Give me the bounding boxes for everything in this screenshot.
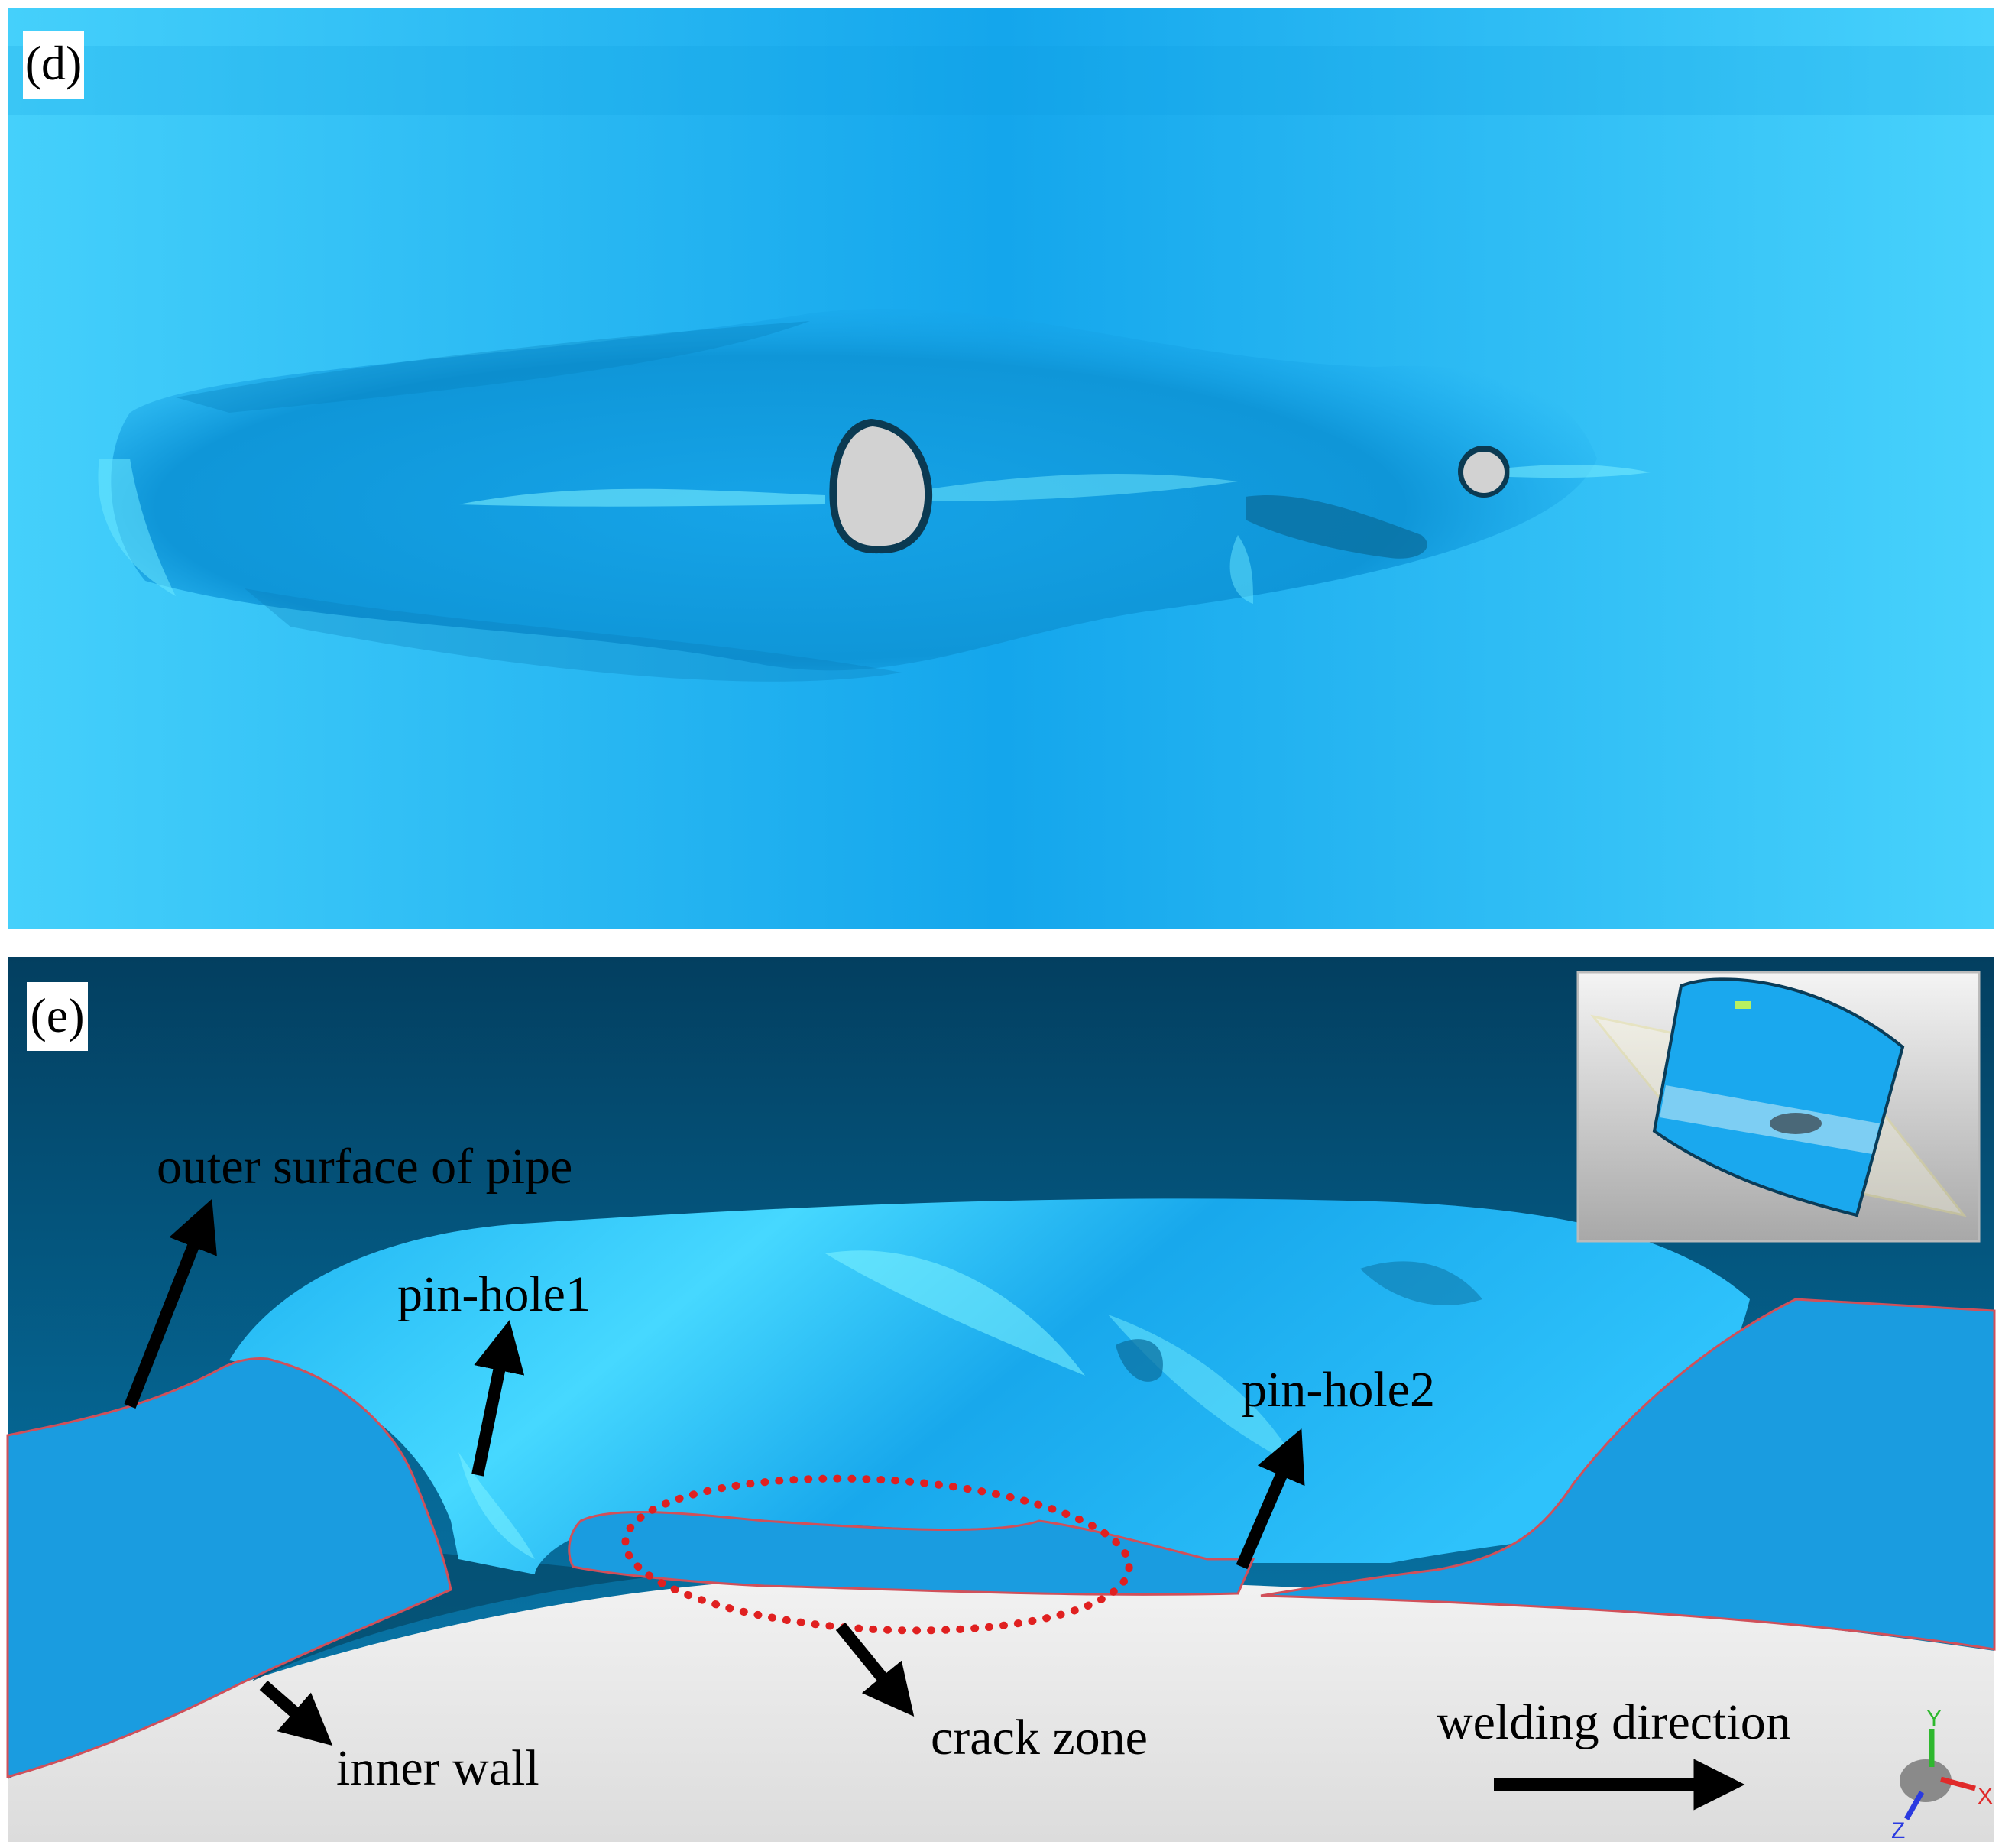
top-band: [8, 46, 1994, 115]
arrow-outer-surface: [124, 1198, 217, 1409]
weld-bead: [229, 1198, 1750, 1574]
label-inner-wall: inner wall: [336, 1740, 539, 1796]
cross-section-left: [6, 1357, 452, 1778]
panel-e-label-box: [27, 982, 88, 1051]
panel-d-label: (d): [25, 36, 83, 90]
bead-highlight-left: [458, 1452, 535, 1559]
label-pinhole1: pin-hole1: [397, 1266, 591, 1322]
surface-recess-highlight: [1229, 535, 1253, 604]
hole1-highlight-right: [928, 473, 1238, 501]
axis-triad: Y X Z: [1891, 1706, 1993, 1843]
panel-e-label: (e): [30, 988, 84, 1042]
label-crack-zone: crack zone: [931, 1710, 1148, 1765]
pinhole1: [837, 426, 925, 546]
bead-highlight-left: [98, 459, 176, 596]
arrow-pinhole1: [471, 1320, 525, 1477]
bead-shadow-right: [1360, 1261, 1482, 1305]
panel-e: outer surface of pipe pin-hole1 pin-hole…: [6, 957, 1996, 1843]
bead-shadow-lower: [245, 588, 902, 682]
triad-origin: [1900, 1759, 1952, 1802]
axis-y-label: Y: [1926, 1706, 1942, 1731]
axis-x: [1940, 1776, 1976, 1791]
surface-recess: [1246, 495, 1427, 559]
label-welding-direction: welding direction: [1437, 1694, 1791, 1750]
bead-shadow-ridge: [176, 321, 810, 413]
hole2-highlight-right: [1509, 465, 1651, 478]
bead-dimple: [1116, 1339, 1163, 1382]
axis-z: [1903, 1791, 1925, 1820]
pinhole2: [1463, 452, 1505, 493]
arrow-inner-wall: [259, 1680, 333, 1746]
inset-view: [1576, 971, 1981, 1243]
bead-highlight-1: [825, 1250, 1085, 1376]
inset-pipe-band: [1660, 1085, 1880, 1154]
inset-pipe: [1652, 977, 1905, 1217]
axis-x-label: X: [1978, 1784, 1993, 1809]
arrow-crack-zone: [835, 1622, 915, 1717]
arrow-pinhole2: [1236, 1428, 1305, 1570]
label-pinhole2: pin-hole2: [1242, 1362, 1435, 1418]
panel-d-label-box: [23, 31, 84, 99]
inset-weld-defect: [1770, 1113, 1822, 1134]
inner-wall-surface: [8, 1577, 1994, 1842]
label-outer-surface: outer surface of pipe: [157, 1139, 572, 1195]
axis-z-label: Z: [1891, 1818, 1905, 1843]
hole1-highlight-left: [458, 488, 825, 507]
inset-marker: [1735, 1001, 1751, 1009]
panel-d: (d): [8, 8, 1994, 929]
cross-section-right: [1260, 1298, 1996, 1651]
crack-zone-outline: [621, 1474, 1133, 1635]
